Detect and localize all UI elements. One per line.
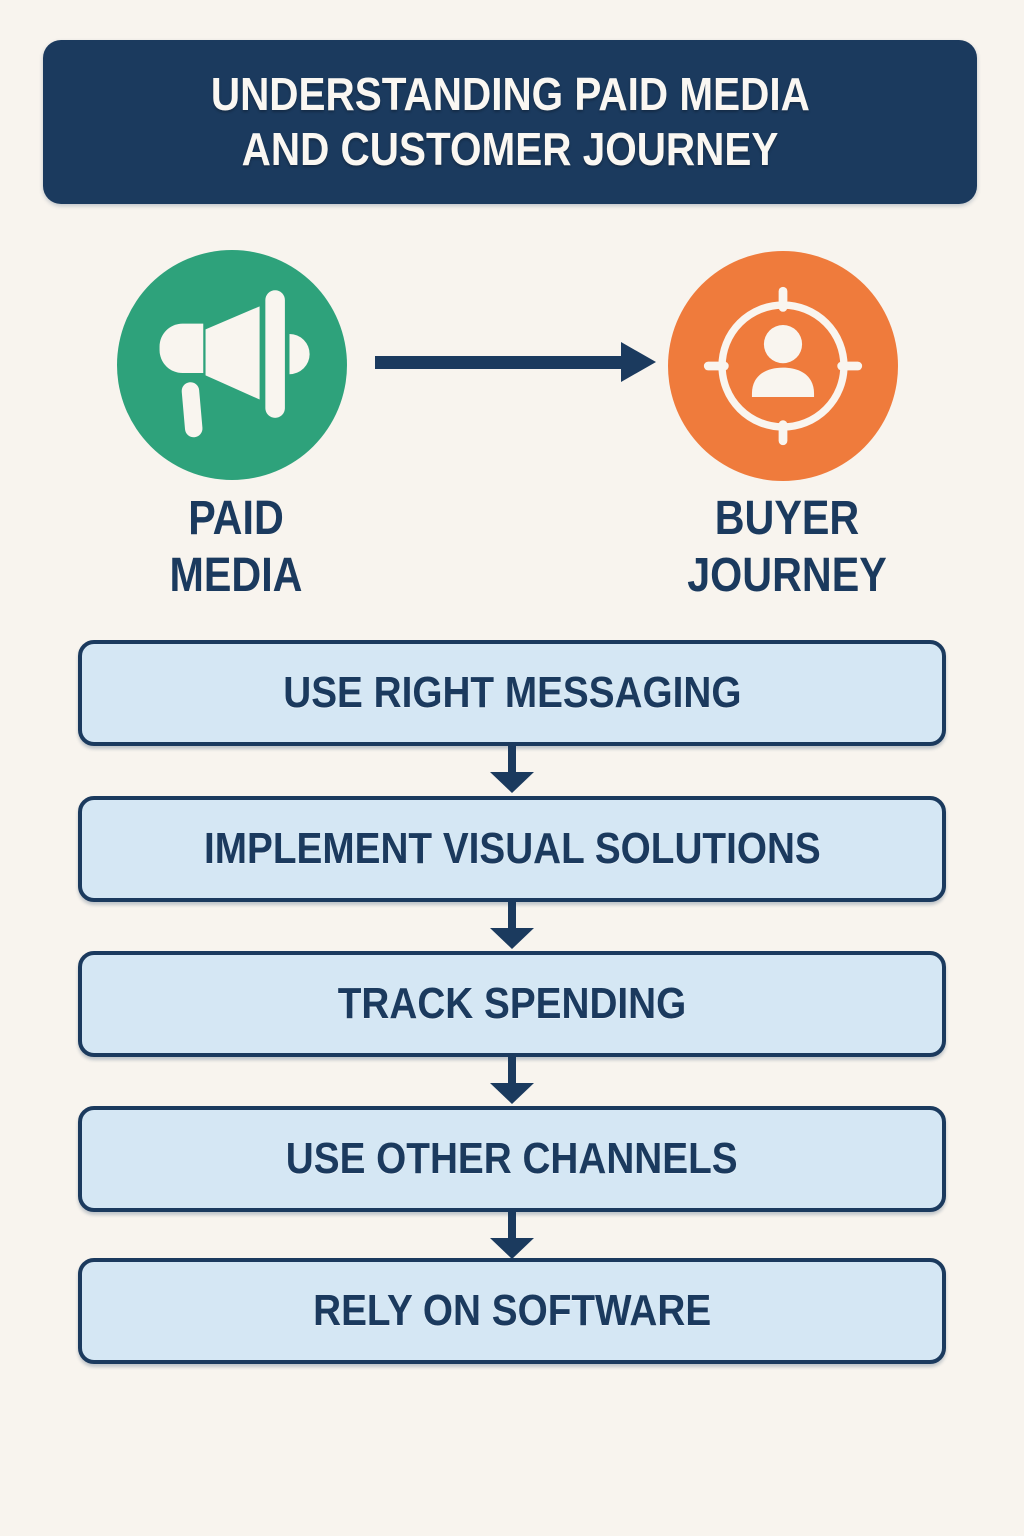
buyer-journey-label: BUYER JOURNEY — [637, 490, 937, 604]
buyer-journey-label-line-2: JOURNEY — [687, 549, 887, 602]
target-user-icon — [703, 286, 863, 446]
down-arrow-head — [490, 772, 534, 793]
down-arrow — [490, 746, 534, 793]
down-arrow-stem — [508, 1057, 516, 1083]
buyer-journey-circle — [668, 251, 898, 481]
right-arrow-connector — [375, 342, 656, 382]
paid-media-label: PAID MEDIA — [116, 490, 356, 604]
down-arrow-head — [490, 928, 534, 949]
step-label: USE OTHER CHANNELS — [286, 1134, 738, 1183]
step-label: TRACK SPENDING — [337, 979, 687, 1028]
megaphone-icon — [159, 290, 310, 438]
down-arrow-head — [490, 1238, 534, 1259]
right-arrow-head — [621, 342, 656, 382]
page-title-line-2: AND CUSTOMER JOURNEY — [241, 123, 779, 175]
down-arrow-head — [490, 1083, 534, 1104]
down-arrow — [490, 1057, 534, 1104]
step-box-rely-on-software: RELY ON SOFTWARE — [78, 1258, 946, 1364]
step-box-use-other-channels: USE OTHER CHANNELS — [78, 1106, 946, 1212]
step-box-implement-visual-solutions: IMPLEMENT VISUAL SOLUTIONS — [78, 796, 946, 902]
down-arrow-stem — [508, 1212, 516, 1238]
step-box-use-right-messaging: USE RIGHT MESSAGING — [78, 640, 946, 746]
down-arrow-stem — [508, 902, 516, 928]
down-arrow — [490, 1212, 534, 1259]
page-title-line-1: UNDERSTANDING PAID MEDIA — [210, 68, 810, 120]
step-label: IMPLEMENT VISUAL SOLUTIONS — [203, 824, 821, 873]
title-banner: UNDERSTANDING PAID MEDIA AND CUSTOMER JO… — [43, 40, 977, 204]
buyer-journey-label-line-1: BUYER — [714, 492, 860, 545]
step-label: RELY ON SOFTWARE — [312, 1286, 712, 1335]
down-arrow — [490, 902, 534, 949]
right-arrow-stem — [375, 356, 625, 369]
paid-media-label-line-2: MEDIA — [169, 549, 303, 602]
paid-media-label-line-1: PAID — [188, 492, 284, 545]
down-arrow-stem — [508, 746, 516, 772]
step-label: USE RIGHT MESSAGING — [282, 668, 742, 717]
step-box-track-spending: TRACK SPENDING — [78, 951, 946, 1057]
paid-media-circle — [117, 250, 347, 480]
